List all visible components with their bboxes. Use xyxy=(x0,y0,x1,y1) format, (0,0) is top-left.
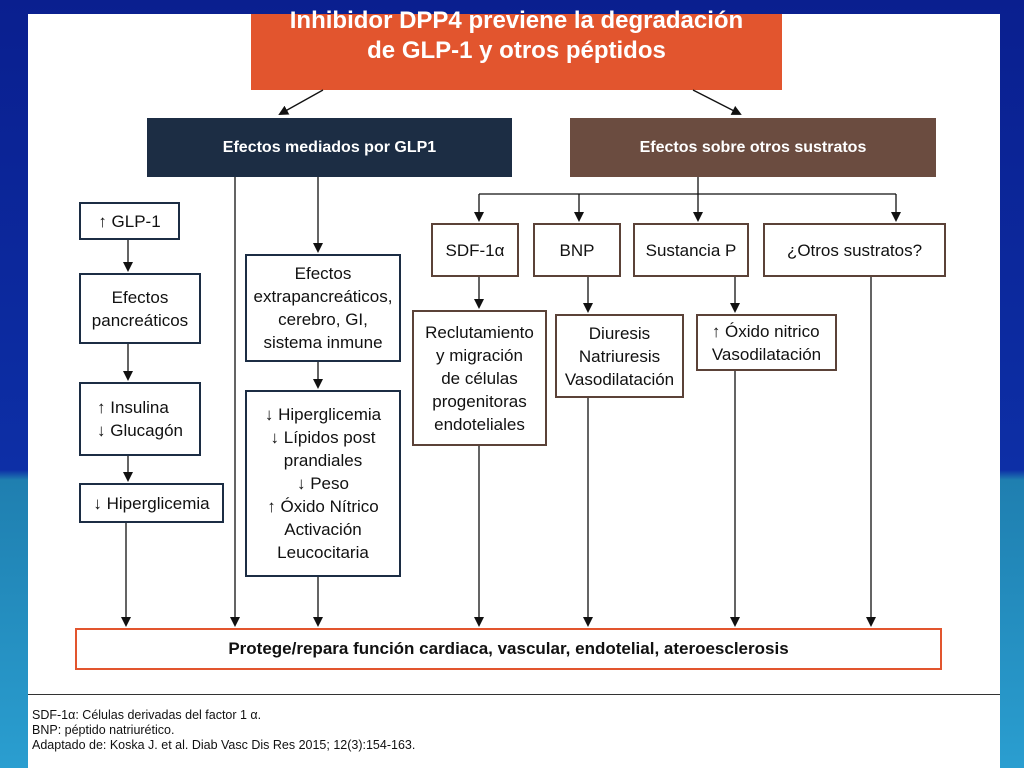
bnp-label: BNP xyxy=(559,240,595,260)
footer-divider xyxy=(28,694,1000,695)
header-other-substrates-label: Efectos sobre otros sustratos xyxy=(639,139,867,156)
effect-line: prandiales xyxy=(283,451,363,470)
pancreatic-line: Efectos xyxy=(111,287,169,307)
box-extra-effects: ↓ Hiperglicemia ↓ Lípidos post prandiale… xyxy=(245,390,401,577)
effect-line: Leucocitaria xyxy=(277,543,369,562)
sustancia-p-effect-line: Vasodilatación xyxy=(711,344,822,364)
title-line-2: de GLP-1 y otros péptidos xyxy=(367,37,666,64)
footer-line: BNP: péptido natriurético. xyxy=(32,723,175,737)
bnp-effect-line: Vasodilatación xyxy=(564,369,675,389)
extra-line: Efectos xyxy=(294,264,352,283)
effect-line: ↑ Óxido Nítrico xyxy=(267,497,379,516)
hyperglycemia-left-text: ↓ Hiperglicemia xyxy=(93,493,210,513)
glucagon-line: ↓ Glucagón xyxy=(97,421,183,440)
box-final-outcome: Protege/repara función cardiaca, vascula… xyxy=(75,628,942,670)
insulin-line: ↑ Insulina xyxy=(97,398,169,417)
box-other-substrates: ¿Otros sustratos? xyxy=(763,223,946,277)
arrow-title-to-right-header xyxy=(692,89,742,115)
effect-line: ↓ Hiperglicemia xyxy=(264,405,382,424)
title-line-1: Inhibidor DPP4 previene la degradación xyxy=(289,7,744,34)
bnp-effect-line: Diuresis xyxy=(588,323,651,343)
box-sustancia-p-effects: ↑ Óxido nitrico Vasodilatación xyxy=(696,314,837,371)
header-glp1-effects-label: Efectos mediados por GLP1 xyxy=(222,139,437,156)
sdf-effect-line: de células xyxy=(441,368,518,388)
box-insulin-glucagon: ↑ Insulina ↓ Glucagón xyxy=(79,382,201,456)
effect-line: Activación xyxy=(284,520,362,539)
effect-line: ↓ Lípidos post xyxy=(270,428,376,447)
pancreatic-line: pancreáticos xyxy=(91,310,189,330)
sdf-effect-line: Reclutamiento xyxy=(425,322,534,342)
box-extrapancreatic: Efectos extrapancreáticos, cerebro, GI, … xyxy=(245,254,401,362)
effect-line: ↓ Peso xyxy=(297,474,349,493)
sdf-effect-line: progenitoras xyxy=(432,391,527,411)
footer-notes: SDF-1α: Células derivadas del factor 1 α… xyxy=(32,708,415,753)
slide: Inhibidor DPP4 previene la degradación d… xyxy=(28,7,1000,768)
box-sdf-effects: Reclutamiento y migración de células pro… xyxy=(412,310,547,446)
sustancia-p-effect-line: ↑ Óxido nitrico xyxy=(711,321,820,341)
sdf-effect-line: endoteliales xyxy=(434,414,525,434)
box-sdf1a: SDF-1α xyxy=(431,223,519,277)
extra-line: extrapancreáticos, xyxy=(253,287,393,306)
box-bnp-effects: Diuresis Natriuresis Vasodilatación xyxy=(555,314,684,398)
bnp-effect-line: Natriuresis xyxy=(578,346,661,366)
header-other-substrates: Efectos sobre otros sustratos xyxy=(570,118,936,177)
footer-line: Adaptado de: Koska J. et al. Diab Vasc D… xyxy=(32,738,416,752)
other-substrates-label: ¿Otros sustratos? xyxy=(786,240,923,260)
box-glp1: ↑ GLP-1 xyxy=(79,202,180,240)
box-glp1-text: ↑ GLP-1 xyxy=(98,211,161,231)
header-glp1-effects: Efectos mediados por GLP1 xyxy=(147,118,512,177)
box-pancreatic: Efectos pancreáticos xyxy=(79,273,201,344)
arrow-title-to-left-header xyxy=(278,89,324,115)
box-sustancia-p: Sustancia P xyxy=(633,223,749,277)
sdf1a-label: SDF-1α xyxy=(445,240,505,260)
box-bnp: BNP xyxy=(533,223,621,277)
sustancia-p-label: Sustancia P xyxy=(645,240,737,260)
connector-arrows xyxy=(121,89,901,627)
extra-line: sistema inmune xyxy=(263,333,383,352)
final-outcome-text: Protege/repara función cardiaca, vascula… xyxy=(228,639,789,658)
footer-line: SDF-1α: Células derivadas del factor 1 α… xyxy=(32,708,262,722)
title-box: Inhibidor DPP4 previene la degradación d… xyxy=(251,7,782,90)
sdf-effect-line: y migración xyxy=(436,345,523,365)
extra-line: cerebro, GI, xyxy=(278,310,368,329)
box-hyperglycemia-left: ↓ Hiperglicemia xyxy=(79,483,224,523)
